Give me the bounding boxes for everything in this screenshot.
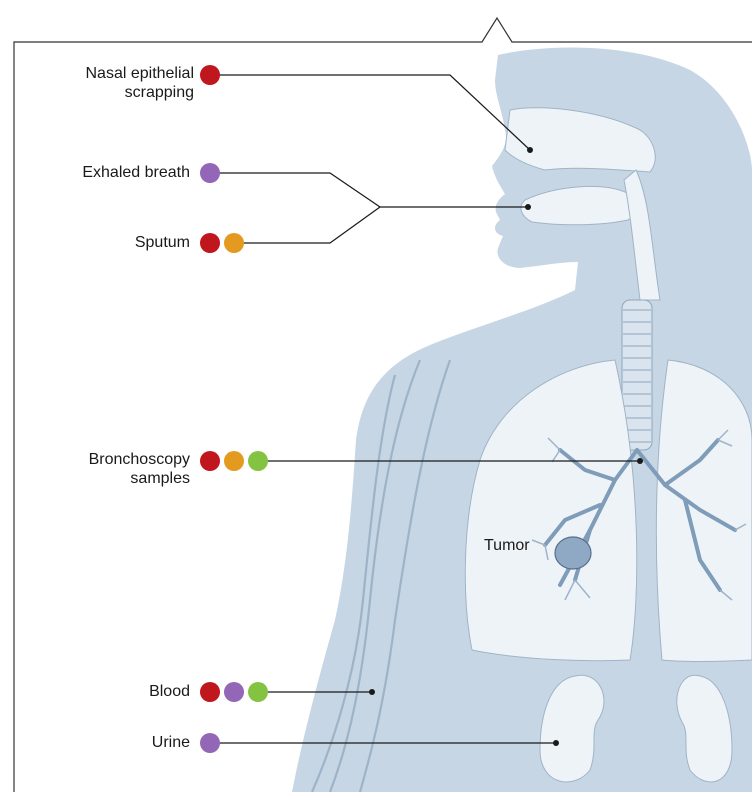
bronchoscopy-endpoint [637,458,643,464]
sputum-marker-red [200,233,220,253]
nasal-endpoint [527,147,533,153]
label-blood-line1: Blood [149,682,190,701]
label-tumor: Tumor [484,537,530,555]
bronchoscopy-marker-green [248,451,268,471]
label-urine: Urine [152,733,190,752]
breath-marker-purple [200,163,220,183]
nasal-marker-red [200,65,220,85]
blood-marker-purple [224,682,244,702]
label-bronchoscopy-line2: samples [89,469,190,488]
label-bronchoscopy-samples: Bronchoscopy samples [89,450,190,488]
label-blood: Blood [149,682,190,701]
blood-marker-green [248,682,268,702]
label-nasal-epithelial-scrapping: Nasal epithelial scrapping [85,64,194,102]
tumor-mass [555,537,591,569]
label-nasal-line1: Nasal epithelial [85,64,194,83]
sample-markers [200,65,268,753]
label-exhaled-breath: Exhaled breath [82,163,190,182]
bronchoscopy-marker-orange [224,451,244,471]
label-sputum: Sputum [135,233,190,252]
sputum-marker-orange [224,233,244,253]
blood-marker-red [200,682,220,702]
label-urine-line1: Urine [152,733,190,752]
label-nasal-line2: scrapping [85,83,194,102]
mouth-endpoint [525,204,531,210]
bronchoscopy-marker-red [200,451,220,471]
sputum-leader [232,207,380,243]
label-breath-line1: Exhaled breath [82,163,190,182]
breath-leader [210,173,380,207]
urine-marker-purple [200,733,220,753]
label-sputum-line1: Sputum [135,233,190,252]
label-bronchoscopy-line1: Bronchoscopy [89,450,190,469]
nasal-leader [210,75,530,150]
blood-endpoint [369,689,375,695]
urine-endpoint [553,740,559,746]
